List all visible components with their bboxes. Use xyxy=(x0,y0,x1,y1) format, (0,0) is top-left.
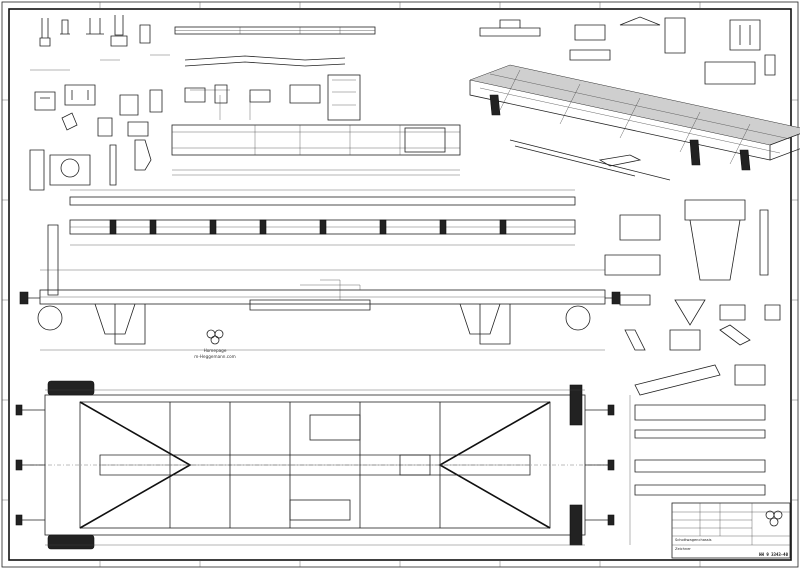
drawing-title: Schottwagenchassis xyxy=(675,538,712,542)
chassis-plan-view xyxy=(15,380,631,550)
logo-line-2: m-Heggemann.com xyxy=(194,354,235,359)
detail-parts-top-right xyxy=(479,16,776,85)
homepage-logo: Homepage m-Heggemann.com xyxy=(194,329,236,359)
logo-line-1: Homepage xyxy=(204,348,227,353)
title-block: Schottwagenchassis Zeichner HH 9 3343-40 xyxy=(671,502,791,559)
detail-parts-top-left xyxy=(29,15,321,191)
side-beam-section xyxy=(171,74,461,176)
isometric-chassis-view xyxy=(469,64,800,181)
detail-parts-right xyxy=(604,199,781,496)
drawing-number: HH 9 3343-40 xyxy=(759,552,788,557)
top-long-beam-view xyxy=(174,26,376,67)
chassis-side-elevation xyxy=(19,224,621,351)
drawing-subtitle: Zeichner xyxy=(675,547,691,551)
middle-longitudinal-beam xyxy=(69,189,576,246)
